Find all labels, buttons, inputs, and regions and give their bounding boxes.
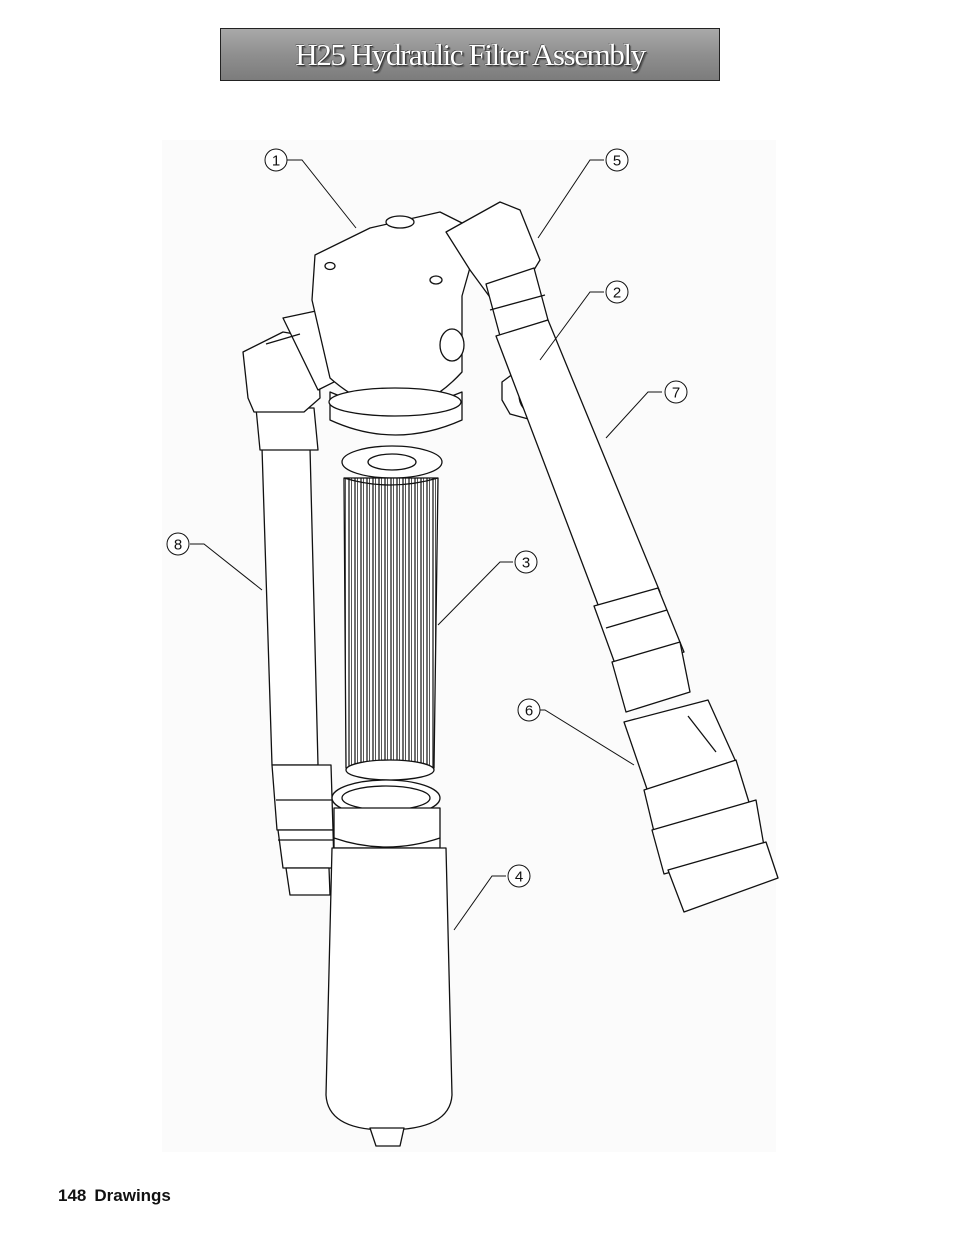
left-hose (256, 408, 334, 895)
page-footer: 148 Drawings (58, 1186, 179, 1206)
callout-7-label: 7 (672, 385, 680, 402)
callout-5: 5 (606, 149, 628, 171)
quick-coupler (624, 700, 778, 912)
callout-4-label: 4 (515, 869, 523, 886)
callout-2: 2 (606, 281, 628, 303)
callout-2-label: 2 (613, 285, 621, 302)
section-name: Drawings (94, 1186, 171, 1205)
filter-bowl (326, 780, 452, 1146)
page-number: 148 (58, 1186, 86, 1205)
right-hose (496, 320, 690, 712)
callout-6-label: 6 (525, 703, 533, 720)
callout-8-label: 8 (174, 537, 182, 554)
filter-element (342, 446, 442, 780)
callout-3-label: 3 (522, 555, 530, 572)
callout-8: 8 (167, 533, 189, 555)
callout-5-label: 5 (613, 153, 621, 170)
callout-4: 4 (508, 865, 530, 887)
callout-3: 3 (515, 551, 537, 573)
callout-1: 1 (265, 149, 287, 171)
callout-6: 6 (518, 699, 540, 721)
callout-7: 7 (665, 381, 687, 403)
callout-1-label: 1 (272, 153, 280, 170)
